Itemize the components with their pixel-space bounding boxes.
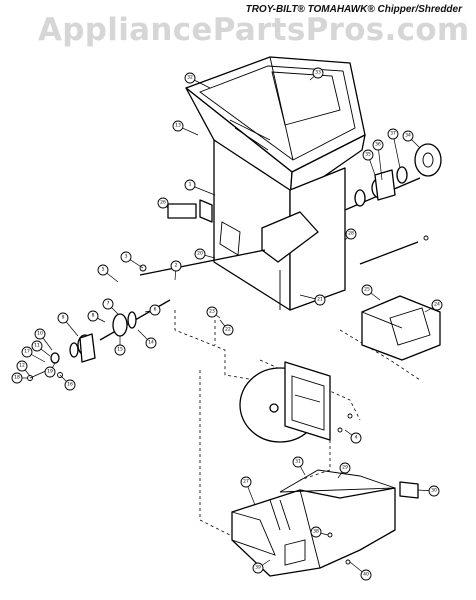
callout-17[interactable]: 17 (21, 346, 46, 363)
svg-text:8: 8 (92, 313, 95, 319)
svg-text:29: 29 (342, 465, 348, 471)
callout-36[interactable]: 36 (372, 139, 384, 181)
rotor-shaft-assembly (27, 249, 266, 381)
svg-text:39: 39 (255, 565, 261, 571)
rotor-disc (239, 361, 353, 443)
svg-text:21: 21 (317, 297, 323, 303)
callout-19[interactable]: 19 (44, 362, 56, 378)
callout-12[interactable]: 12 (16, 360, 31, 377)
svg-text:3: 3 (125, 254, 128, 260)
callout-30[interactable]: 30 (417, 485, 440, 497)
svg-text:23: 23 (209, 309, 215, 315)
callout-32[interactable]: 32 (184, 72, 211, 89)
callout-16[interactable]: 16 (59, 374, 76, 391)
callout-34[interactable]: 34 (402, 130, 421, 149)
svg-text:14: 14 (148, 340, 154, 346)
callout-3[interactable]: 3 (120, 251, 144, 269)
callout-29[interactable]: 29 (337, 462, 351, 479)
callout-28[interactable]: 28 (344, 228, 357, 241)
callout-21[interactable]: 21 (299, 294, 326, 306)
svg-text:9: 9 (62, 315, 65, 321)
svg-text:36: 36 (375, 142, 381, 148)
callout-39[interactable]: 39 (252, 559, 271, 574)
diagram-title: TROY-BILT® TOMAHAWK® Chipper/Shredder (245, 4, 462, 15)
callout-1[interactable]: 1 (184, 179, 216, 196)
callout-14[interactable]: 14 (137, 329, 157, 349)
svg-text:32: 32 (187, 75, 193, 81)
svg-text:35: 35 (365, 152, 371, 158)
svg-text:31: 31 (295, 459, 301, 465)
callout-37[interactable]: 37 (387, 128, 401, 169)
discharge-chute (231, 469, 419, 577)
callout-24[interactable]: 24 (424, 299, 443, 313)
callout-8[interactable]: 8 (87, 310, 106, 323)
svg-text:10: 10 (37, 331, 43, 337)
callout-31[interactable]: 31 (292, 456, 306, 476)
svg-text:4: 4 (355, 435, 358, 441)
svg-text:6: 6 (154, 307, 157, 313)
svg-text:1: 1 (189, 182, 192, 188)
svg-text:20: 20 (197, 251, 203, 257)
svg-text:37: 37 (390, 131, 396, 137)
svg-text:38: 38 (313, 529, 319, 535)
svg-text:16: 16 (67, 382, 73, 388)
callout-6[interactable]: 6 (144, 304, 161, 316)
callout-25[interactable]: 25 (361, 284, 381, 301)
callout-18[interactable]: 18 (11, 372, 28, 384)
callout-35[interactable]: 35 (362, 149, 376, 176)
svg-text:30: 30 (431, 488, 437, 494)
callout-5[interactable]: 5 (97, 264, 119, 283)
svg-text:24: 24 (434, 302, 440, 308)
svg-text:25: 25 (364, 287, 370, 293)
svg-text:2: 2 (175, 263, 178, 269)
callout-13[interactable]: 13 (172, 120, 199, 136)
callout-38[interactable]: 38 (310, 526, 329, 538)
callout-9[interactable]: 9 (57, 312, 79, 337)
callout-23[interactable]: 23 (206, 306, 221, 319)
side-bracket (361, 295, 441, 361)
svg-text:26: 26 (160, 200, 166, 206)
callout-4[interactable]: 4 (344, 429, 362, 444)
callout-15[interactable]: 15 (114, 336, 126, 356)
svg-text:5: 5 (102, 267, 105, 273)
callout-10[interactable]: 10 (34, 328, 53, 351)
callout-7[interactable]: 7 (102, 298, 119, 315)
callout-40[interactable]: 40 (349, 561, 372, 581)
svg-text:28: 28 (348, 231, 354, 237)
svg-text:15: 15 (117, 347, 123, 353)
svg-text:22: 22 (225, 327, 231, 333)
callout-27[interactable]: 27 (240, 476, 256, 506)
callout-11[interactable]: 11 (31, 340, 51, 357)
hopper (185, 56, 366, 201)
svg-text:19: 19 (47, 369, 53, 375)
svg-text:40: 40 (363, 572, 369, 578)
svg-text:7: 7 (107, 301, 110, 307)
callout-26[interactable]: 26 (157, 197, 169, 209)
svg-text:12: 12 (19, 363, 25, 369)
callout-2[interactable]: 2 (170, 260, 182, 281)
svg-text:13: 13 (175, 123, 181, 129)
main-housing (167, 139, 346, 311)
callout-22[interactable]: 22 (219, 319, 234, 336)
callout-33[interactable]: 33 (309, 67, 324, 81)
callout-20[interactable]: 20 (194, 248, 216, 260)
svg-text:18: 18 (14, 375, 20, 381)
svg-text:11: 11 (34, 343, 40, 349)
watermark: AppliancePartsPros.com (38, 12, 470, 48)
svg-text:34: 34 (405, 133, 411, 139)
svg-text:17: 17 (24, 349, 30, 355)
pulley-assembly (344, 143, 442, 265)
svg-text:33: 33 (315, 70, 321, 76)
svg-text:27: 27 (243, 479, 249, 485)
